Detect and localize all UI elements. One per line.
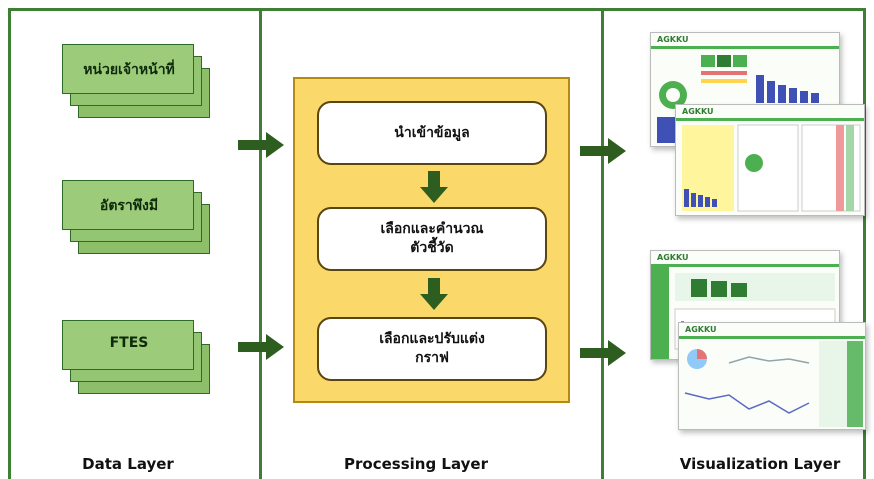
dashboard-logo: AGKKU [657, 253, 689, 262]
data-source-label: FTES [109, 335, 149, 351]
data-source-ratio: อัตราพึงมี [62, 180, 212, 270]
dashboard-logo: AGKKU [682, 107, 714, 116]
data-layer-label: Data Layer [82, 455, 174, 473]
dashboard-graphics [682, 124, 861, 212]
divider-processing-visualization [601, 8, 604, 479]
data-source-officers: หน่วยเจ้าหน้าที่ [62, 44, 212, 134]
step-line1: นำเข้าข้อมูล [394, 124, 470, 141]
step-line2: กราฟ [415, 350, 449, 366]
dashboard-graphics [684, 341, 863, 427]
data-source-ftes: FTES [62, 320, 212, 410]
step-select-calculate: เลือกและคำนวณ ตัวชี้วัด [317, 207, 547, 271]
processing-layer-label: Processing Layer [344, 455, 488, 473]
divider-data-processing [259, 8, 262, 479]
arrow-right-icon [238, 132, 284, 158]
visualization-layer-label: Visualization Layer [679, 455, 841, 473]
arrow-right-icon [580, 340, 626, 366]
dashboard-logo: AGKKU [657, 35, 689, 44]
data-source-label: อัตราพึงมี [99, 198, 159, 214]
arrow-right-icon [580, 138, 626, 164]
step-import-data: นำเข้าข้อมูล [317, 101, 547, 165]
arrow-down-icon [420, 278, 448, 310]
arrow-right-icon [238, 334, 284, 360]
step-line2: ตัวชี้วัด [410, 240, 454, 256]
data-source-label: หน่วยเจ้าหน้าที่ [83, 62, 175, 78]
processing-panel: นำเข้าข้อมูล เลือกและคำนวณ ตัวชี้วัด เลื… [293, 77, 570, 403]
dashboard-thumbnail: AGKKU [678, 322, 866, 430]
diagram-frame [8, 8, 866, 479]
dashboard-thumbnail: AGKKU [675, 104, 865, 216]
step-line1: เลือกและคำนวณ [380, 221, 484, 238]
step-line1: เลือกและปรับแต่ง [379, 331, 485, 348]
arrow-down-icon [420, 171, 448, 203]
step-select-customize-chart: เลือกและปรับแต่ง กราฟ [317, 317, 547, 381]
dashboard-logo: AGKKU [685, 325, 717, 334]
